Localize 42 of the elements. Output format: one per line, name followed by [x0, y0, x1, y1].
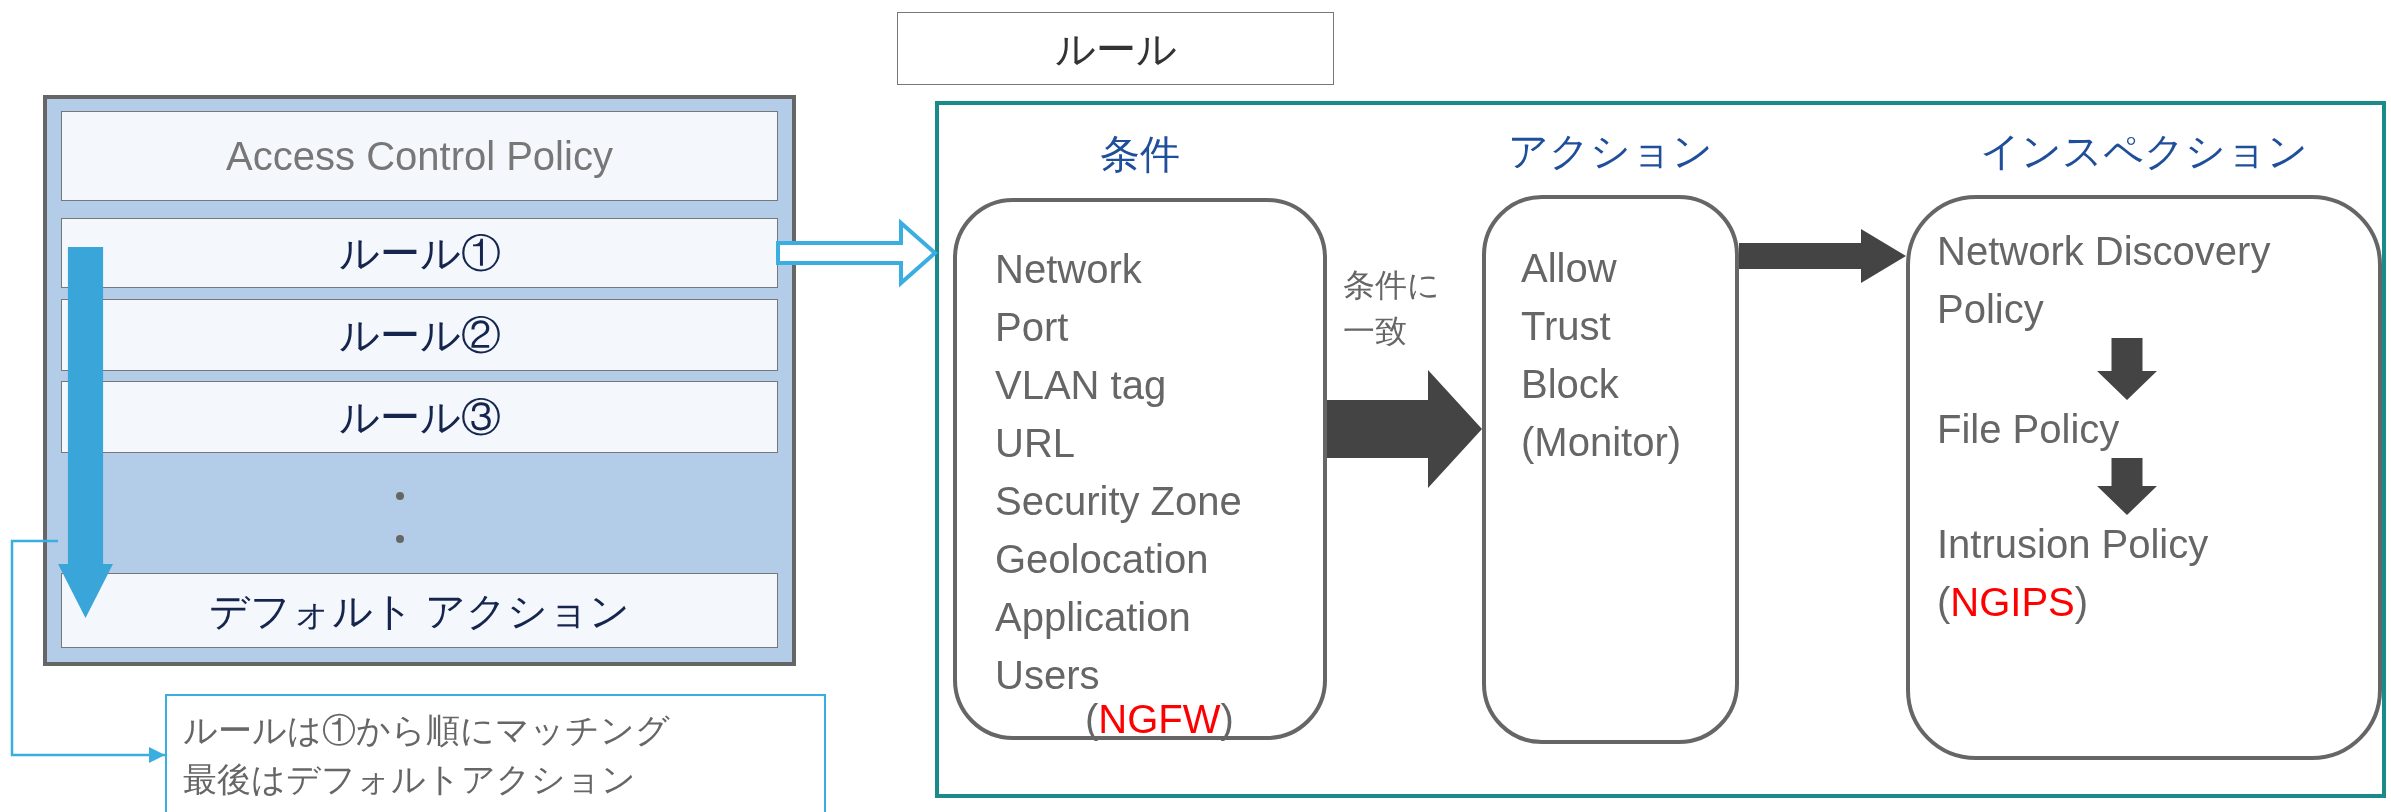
list-item: Users: [995, 652, 1100, 699]
list-item: (Monitor): [1521, 419, 1682, 466]
rule-row: [61, 218, 778, 288]
block-arrow: [1327, 370, 1482, 488]
row-label: ルール: [1053, 25, 1178, 73]
list-item: Application: [995, 594, 1191, 641]
hollow-arrow: [776, 218, 939, 288]
tag-text: (NGIPS): [1937, 579, 2089, 626]
default-row: [61, 573, 778, 648]
policy-text: Network Discovery Policy: [1937, 228, 2272, 333]
note-box: [165, 694, 826, 812]
row-label: Access Control Policy: [225, 133, 614, 180]
list-item: Network: [995, 246, 1142, 293]
down-arrow: [58, 247, 113, 618]
policy-text: Intrusion Policy: [1937, 521, 2210, 568]
title-box: [897, 12, 1334, 85]
row-label: ルール②: [337, 312, 502, 359]
list-item: Geolocation: [995, 536, 1209, 583]
heading-text: アクション: [1507, 128, 1714, 175]
leader-line: [10, 539, 165, 763]
rule-row: [61, 299, 778, 371]
heading-text: インスペクション: [1979, 128, 2309, 175]
rule-frame: [935, 101, 2386, 798]
list-item: Security Zone: [995, 478, 1242, 525]
list-item: URL: [995, 420, 1076, 467]
heading-text: 条件: [1099, 131, 1181, 178]
list-item: Trust: [1521, 303, 1611, 350]
list-item: Port: [995, 304, 1069, 351]
list-item: VLAN tag: [995, 362, 1167, 409]
note-text: ルールは①から順にマッチング最後はデフォルトアクション: [183, 710, 671, 800]
policy-panel: [43, 95, 796, 666]
block-arrow: [2097, 338, 2157, 400]
title-row: [61, 111, 778, 201]
block-arrow: [1739, 229, 1906, 283]
block-arrow: [2097, 458, 2157, 515]
rule-row: [61, 381, 778, 453]
row-label: デフォルト アクション: [207, 587, 632, 635]
row-label: ルール①: [337, 230, 502, 277]
policy-text: File Policy: [1937, 406, 2121, 453]
list-item: Block: [1521, 361, 1619, 408]
row-label: ルール③: [337, 394, 502, 441]
list-item: Allow: [1521, 245, 1617, 292]
